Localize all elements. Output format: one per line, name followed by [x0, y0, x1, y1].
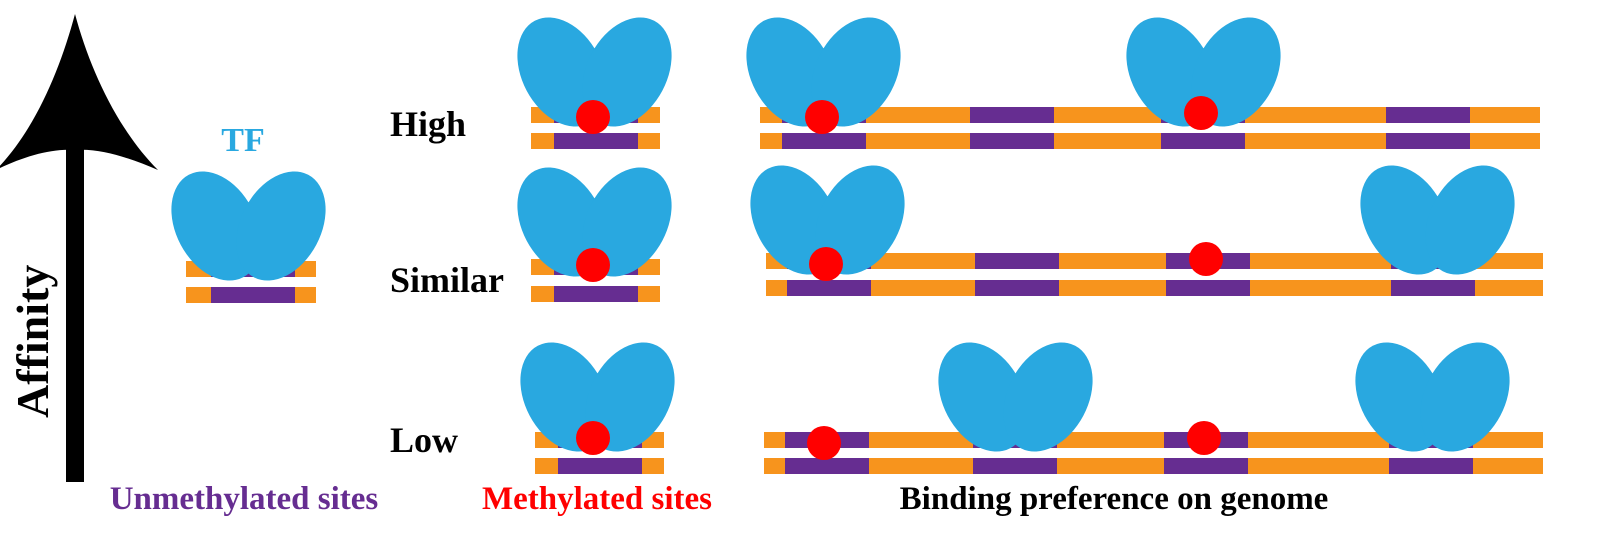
- dna-strand-bottom: [764, 458, 1543, 474]
- methylation-mark: [1187, 421, 1221, 455]
- single-site-similar: [517, 167, 672, 302]
- tf-label: TF: [221, 122, 264, 159]
- binding-site: [211, 287, 295, 303]
- tf-protein: [746, 17, 901, 127]
- single-site-low: [520, 342, 675, 474]
- affinity-axis-label: Affinity: [7, 265, 58, 418]
- legend-unmethylated: Unmethylated sites: [110, 481, 379, 517]
- binding-site: [970, 133, 1054, 149]
- binding-site: [782, 133, 866, 149]
- binding-site: [785, 458, 869, 474]
- tf-protein: [1360, 165, 1515, 275]
- binding-site: [554, 286, 638, 302]
- methylation-mark: [576, 100, 610, 134]
- dna-strand-top: [764, 432, 1543, 448]
- methylation-mark: [576, 421, 610, 455]
- affinity-axis-shaft: [66, 135, 84, 482]
- binding-site: [970, 107, 1054, 123]
- binding-site: [1391, 280, 1475, 296]
- single-site-high: [517, 17, 672, 149]
- binding-site: [1389, 458, 1473, 474]
- affinity-arrowhead: [0, 14, 158, 170]
- legend-genome: Binding preference on genome: [900, 481, 1329, 517]
- genome-high: [746, 17, 1540, 149]
- binding-site: [1386, 133, 1470, 149]
- binding-site: [787, 280, 871, 296]
- dna-strand-top: [766, 253, 1543, 269]
- legend-methylated: Methylated sites: [482, 481, 712, 517]
- tf-protein: [938, 342, 1093, 452]
- tf-protein: [1355, 342, 1510, 452]
- genome-low: [764, 342, 1543, 474]
- binding-site: [1164, 458, 1248, 474]
- binding-site: [973, 458, 1057, 474]
- tf-protein: [517, 167, 672, 277]
- tf-protein: [171, 171, 326, 281]
- dna-strand-bottom: [186, 287, 316, 303]
- binding-site: [1161, 133, 1245, 149]
- binding-site: [554, 133, 638, 149]
- methylation-mark: [805, 100, 839, 134]
- binding-site: [975, 253, 1059, 269]
- binding-site: [1166, 280, 1250, 296]
- binding-site: [975, 280, 1059, 296]
- methylation-mark: [1189, 242, 1223, 276]
- tf-protein: [750, 165, 905, 275]
- methylation-mark: [809, 247, 843, 281]
- binding-site: [558, 458, 642, 474]
- row-label-high: High: [390, 104, 466, 144]
- tf-reference-group: [171, 171, 326, 303]
- dna-strand-bottom: [766, 280, 1543, 296]
- methylation-mark: [576, 248, 610, 282]
- genome-similar: [750, 165, 1543, 296]
- affinity-axis: Affinity: [0, 14, 158, 482]
- methylation-mark: [807, 426, 841, 460]
- row-label-low: Low: [390, 420, 458, 460]
- methylation-mark: [1184, 96, 1218, 130]
- binding-site: [1386, 107, 1470, 123]
- tf-protein: [517, 17, 672, 127]
- row-label-similar: Similar: [390, 260, 504, 300]
- dna-strand-bottom: [760, 133, 1540, 149]
- dna-strand-top: [760, 107, 1540, 123]
